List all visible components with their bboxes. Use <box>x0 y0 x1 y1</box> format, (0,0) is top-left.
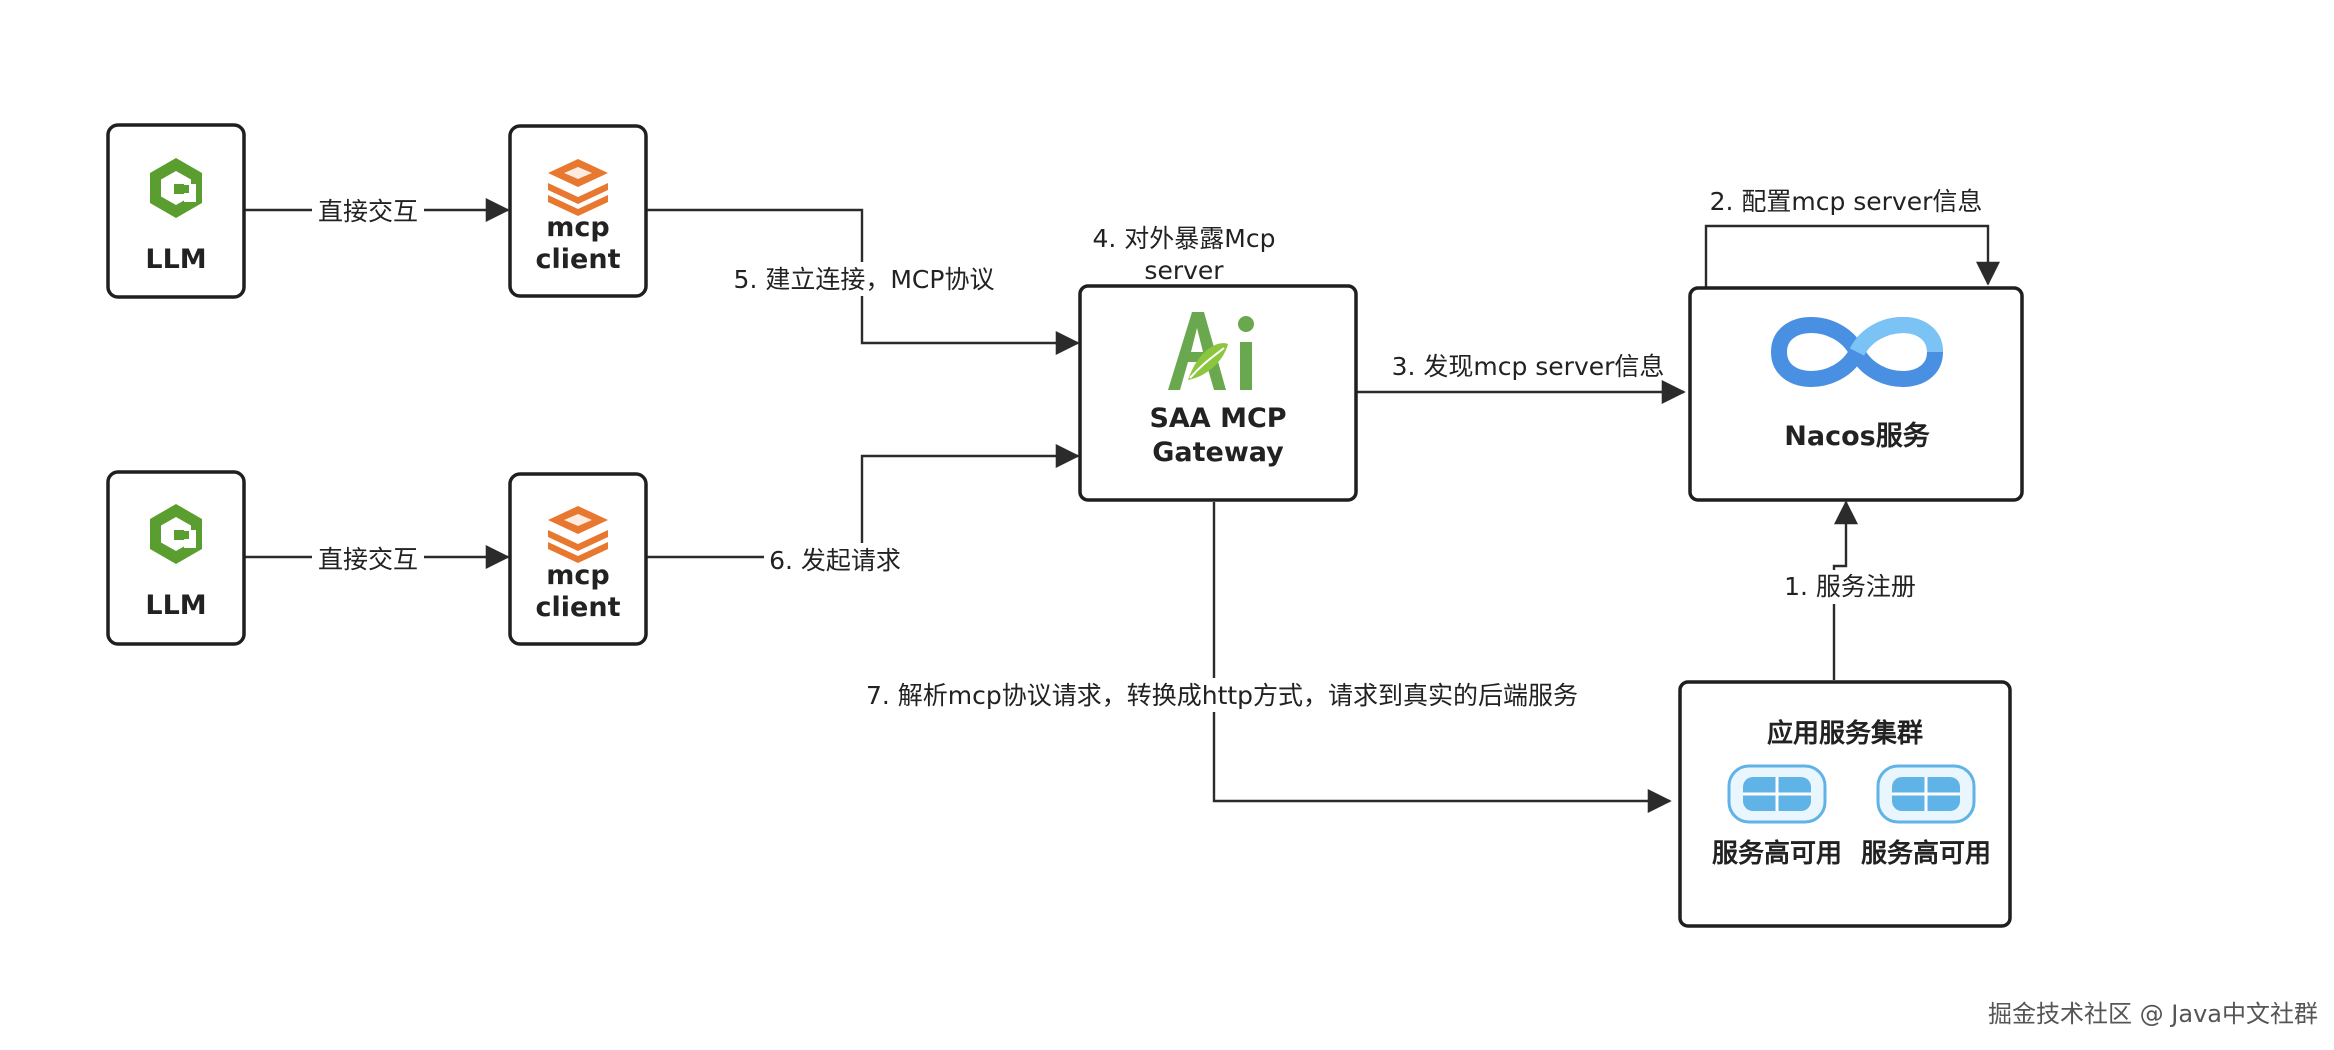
node-cluster[interactable]: 应用服务集群 服务高可用 服务高可用 <box>1678 680 2012 928</box>
edge-label-step3: 3. 发现mcp server信息 <box>1392 352 1665 381</box>
gateway-caption: 4. 对外暴露Mcp server <box>1093 224 1276 285</box>
mcp-stack-icon <box>548 159 608 216</box>
nacos-label: Nacos服务 <box>1784 421 1929 452</box>
gateway-line1: SAA MCP <box>1149 403 1286 434</box>
edge-label-step6: 6. 发起请求 <box>769 546 901 575</box>
edge-label-step5: 5. 建立连接，MCP协议 <box>734 265 995 294</box>
edge-label-step2: 2. 配置mcp server信息 <box>1710 187 1983 216</box>
node-nacos[interactable]: Nacos服务 <box>1688 286 2024 502</box>
cluster-instance2-label: 服务高可用 <box>1861 838 1991 869</box>
edge-llm-to-client-top: 直接交互 <box>245 193 510 227</box>
node-mcp-client-top[interactable]: mcp client <box>508 124 648 298</box>
nacos-infinity-icon <box>1770 317 1944 387</box>
edge-label-step4-line2: server <box>1144 256 1224 285</box>
edge-label-step1: 1. 服务注册 <box>1784 572 1916 601</box>
node-llm-top[interactable]: LLM <box>106 123 246 299</box>
edge-step7: 7. 解析mcp协议请求，转换成http方式，请求到真实的后端服务 <box>856 502 1672 813</box>
cluster-title: 应用服务集群 <box>1767 718 1923 749</box>
edge-llm-to-client-bottom: 直接交互 <box>245 540 510 574</box>
edge-label-step7: 7. 解析mcp协议请求，转换成http方式，请求到真实的后端服务 <box>866 681 1578 710</box>
edge-label-direct-bottom: 直接交互 <box>318 545 418 574</box>
edge-label-step4-line1: 4. 对外暴露Mcp <box>1093 224 1276 253</box>
cluster-instance1-label: 服务高可用 <box>1712 838 1842 869</box>
server-icon <box>1727 764 1827 824</box>
mcp-stack-icon <box>548 506 608 563</box>
edge-step6: 6. 发起请求 <box>647 444 1080 577</box>
node-gateway[interactable]: SAA MCP Gateway <box>1078 284 1358 502</box>
edge-step3: 3. 发现mcp server信息 <box>1352 352 1686 404</box>
mcp-client-top-line1: mcp <box>546 212 609 243</box>
node-llm-bottom[interactable]: LLM <box>106 470 246 646</box>
llm-bottom-label: LLM <box>145 590 206 621</box>
edge-label-direct-top: 直接交互 <box>318 197 418 226</box>
llm-logo-icon <box>150 158 202 218</box>
watermark: 掘金技术社区 @ Java中文社群 <box>1988 1000 2318 1028</box>
edge-step1: 1. 服务注册 <box>1782 500 1918 680</box>
gateway-line2: Gateway <box>1152 437 1284 468</box>
node-mcp-client-bottom[interactable]: mcp client <box>508 472 648 646</box>
edge-step2: 2. 配置mcp server信息 <box>1704 187 2000 287</box>
mcp-client-bottom-line2: client <box>536 592 621 623</box>
llm-top-label: LLM <box>145 244 206 275</box>
server-icon <box>1876 764 1976 824</box>
edge-step5: 5. 建立连接，MCP协议 <box>647 208 1080 355</box>
mcp-client-top-line2: client <box>536 244 621 275</box>
ai-logo-icon <box>1168 312 1254 390</box>
mcp-client-bottom-line1: mcp <box>546 560 609 591</box>
llm-logo-icon <box>150 504 202 564</box>
